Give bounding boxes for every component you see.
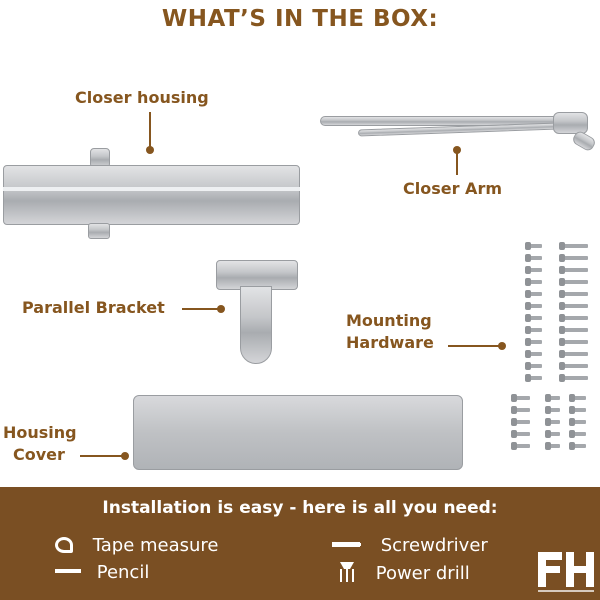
page-title: WHAT’S IN THE BOX: — [161, 6, 439, 32]
leader-line — [182, 308, 220, 310]
screw — [569, 442, 586, 450]
housing-cover-image — [133, 395, 463, 470]
screw — [559, 326, 588, 334]
leader-line — [448, 345, 500, 347]
screw — [525, 290, 542, 298]
screw — [559, 374, 588, 382]
tool-label: Pencil — [96, 562, 150, 583]
tool-item: Power drill — [340, 562, 470, 584]
screw — [525, 314, 542, 322]
screw — [525, 350, 542, 358]
closer-housing-label: Closer housing — [75, 88, 209, 107]
screw — [545, 406, 560, 414]
screw — [525, 266, 542, 274]
tool-item: Tape measure — [55, 535, 219, 556]
closer-arm-label: Closer Arm — [403, 179, 502, 198]
screw — [525, 278, 542, 286]
label-line: Mounting — [346, 311, 432, 330]
screw — [559, 350, 588, 358]
leader-line — [80, 455, 124, 457]
finsbury-hardware-logo — [538, 552, 594, 594]
screw — [525, 242, 542, 250]
leader-dot — [217, 305, 225, 313]
screw — [525, 254, 542, 262]
screw — [511, 430, 530, 438]
screw — [511, 418, 530, 426]
screw — [569, 418, 586, 426]
housing-cover-label: Housing Cover — [3, 422, 77, 466]
mounting-hardware-label: Mounting Hardware — [346, 310, 434, 354]
screw — [525, 302, 542, 310]
label-line: Hardware — [346, 333, 434, 352]
screw — [511, 406, 530, 414]
screw — [559, 338, 588, 346]
screw — [559, 302, 588, 310]
screw — [511, 394, 530, 402]
screw — [525, 326, 542, 334]
tool-item: Screwdriver — [335, 535, 488, 556]
screw — [559, 290, 588, 298]
screw — [545, 442, 560, 450]
screw — [525, 362, 542, 370]
leader-dot — [498, 342, 506, 350]
screw — [559, 314, 588, 322]
screwdriver-icon — [335, 543, 361, 546]
tape-measure-icon — [55, 537, 73, 553]
screw — [559, 266, 588, 274]
leader-line — [149, 112, 151, 148]
leader-dot — [121, 452, 129, 460]
screw — [559, 242, 588, 250]
screw — [569, 406, 586, 414]
screw — [525, 338, 542, 346]
screw — [559, 254, 588, 262]
power-drill-icon — [340, 562, 354, 582]
parallel-bracket-label: Parallel Bracket — [22, 298, 165, 317]
mounting-hardware-image — [500, 240, 598, 465]
screw — [569, 394, 586, 402]
tool-item: Pencil — [55, 562, 149, 583]
tool-label: Tape measure — [92, 535, 219, 556]
screw — [545, 430, 560, 438]
label-line: Cover — [13, 445, 65, 464]
screw — [559, 278, 588, 286]
screw — [559, 362, 588, 370]
screw — [511, 442, 530, 450]
screw — [569, 430, 586, 438]
tool-label: Screwdriver — [380, 535, 488, 556]
screw — [545, 394, 560, 402]
closer-arm-image — [318, 110, 598, 155]
pencil-icon — [55, 569, 81, 573]
leader-line — [456, 150, 458, 175]
screw — [525, 374, 542, 382]
parallel-bracket-image — [216, 258, 300, 368]
leader-dot — [146, 146, 154, 154]
closer-housing-image — [0, 145, 305, 240]
tool-label: Power drill — [375, 563, 470, 584]
tools-banner — [0, 487, 600, 600]
label-line: Housing — [3, 423, 77, 442]
screw — [545, 418, 560, 426]
tools-banner-title: Installation is easy - here is all you n… — [102, 498, 498, 518]
